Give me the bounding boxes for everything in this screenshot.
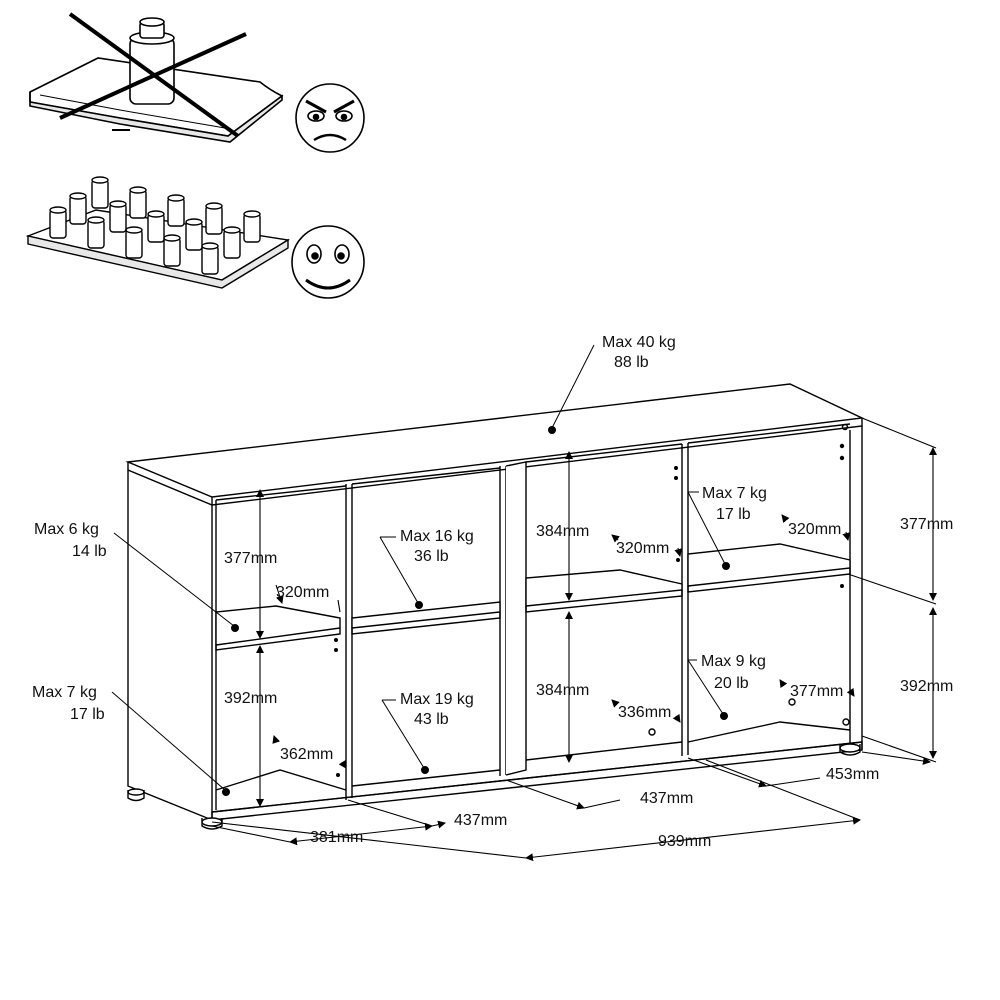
dim-right-lower-d: 377mm — [790, 683, 843, 700]
dim-width-437b: 437mm — [640, 790, 693, 807]
correct-load-illustration — [25, 176, 291, 289]
dim-right-upper-d: 320mm — [788, 521, 841, 538]
right-lower-max-label: Max 9 kg — [701, 653, 766, 670]
dimension-labels: 377mm 320mm 392mm 362mm 384mm 320mm 384m… — [224, 516, 953, 850]
happy-face-icon — [291, 225, 365, 299]
dim-left-upper-h: 377mm — [224, 550, 277, 567]
load-leaders — [111, 344, 730, 796]
top-lb-label: 88 lb — [614, 354, 649, 371]
dim-left-lower-h: 392mm — [224, 690, 277, 707]
dim-left-upper-d: 320mm — [276, 584, 329, 601]
dim-center-upper-h: 384mm — [536, 523, 589, 540]
load-labels: Max 40 kg 88 lb Max 6 kg 14 lb Max 7 kg … — [32, 334, 767, 728]
dim-left-lower-d: 362mm — [280, 746, 333, 763]
shelf-left — [215, 605, 341, 646]
mid-lower-max-label: Max 19 kg — [400, 691, 474, 708]
dim-side-lower-h: 392mm — [900, 678, 953, 695]
right-lower-lb-label: 20 lb — [714, 675, 749, 692]
wrong-load-illustration — [29, 12, 284, 143]
left-lower-max-label: Max 7 kg — [32, 684, 97, 701]
shelf-mid-right — [525, 569, 683, 607]
left-upper-max-label: Max 6 kg — [34, 521, 99, 538]
small-weights-icon — [49, 176, 261, 275]
dim-total-939: 939mm — [658, 833, 711, 850]
left-upper-lb-label: 14 lb — [72, 543, 107, 560]
left-side-panel — [127, 470, 213, 822]
top-surface — [125, 383, 865, 498]
top-max-label: Max 40 kg — [602, 334, 676, 351]
shelf-mid-left — [351, 601, 501, 629]
shelf-right — [687, 543, 851, 587]
dimension-lines — [211, 417, 937, 862]
dim-center-lower-h: 384mm — [536, 682, 589, 699]
sideboard-drawing — [125, 383, 865, 830]
right-upper-lb-label: 17 lb — [716, 506, 751, 523]
dim-width-453: 453mm — [826, 766, 879, 783]
left-lower-lb-label: 17 lb — [70, 706, 105, 723]
dim-width-437a: 437mm — [454, 812, 507, 829]
mid-upper-max-label: Max 16 kg — [400, 528, 474, 545]
right-upper-max-label: Max 7 kg — [702, 485, 767, 502]
mid-lower-lb-label: 43 lb — [414, 711, 449, 728]
dim-center-upper-d: 320mm — [616, 540, 669, 557]
angry-face-icon — [295, 83, 365, 153]
dim-side-upper-h: 377mm — [900, 516, 953, 533]
dim-center-lower-d: 336mm — [618, 704, 671, 721]
mid-upper-lb-label: 36 lb — [414, 548, 449, 565]
dim-width-381: 381mm — [310, 829, 363, 846]
